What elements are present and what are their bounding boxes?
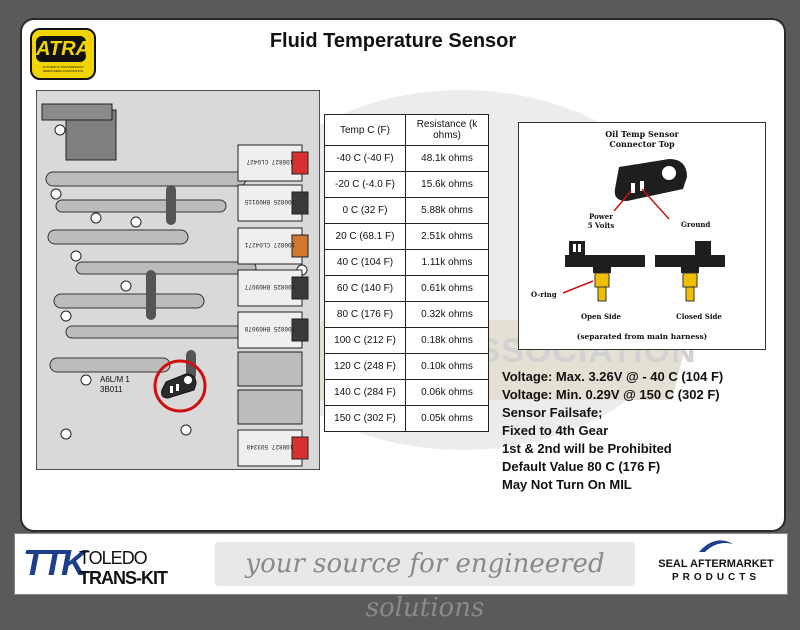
valve-body-model-label-1: A6L/M 1 <box>100 375 130 384</box>
temp-cell: 20 C (68.1 F) <box>324 223 406 250</box>
solenoid-label-1: 100827 CL0427 <box>246 158 293 165</box>
table-row: 100 C (212 F)0.18k ohms <box>324 327 489 354</box>
table-row: -40 C (-40 F)48.1k ohms <box>324 145 489 172</box>
temperature-sensor <box>161 373 197 399</box>
resistance-cell: 0.05k ohms <box>405 405 489 432</box>
note-line: Fixed to 4th Gear <box>502 423 609 438</box>
temp-cell: 140 C (284 F) <box>324 379 406 406</box>
note-line: Voltage: Max. 3.26V @ - 40 C (104 F) <box>502 369 724 384</box>
note-line: May Not Turn On MIL <box>502 477 632 492</box>
column-header-resistance: Resistance (k ohms) <box>405 114 489 146</box>
temp-cell: 40 C (104 F) <box>324 249 406 276</box>
solenoid-pack: 100827 CL0427 100825 BH09115 100827 CL04… <box>237 144 309 467</box>
column-header-temp: Temp C (F) <box>324 114 406 146</box>
atra-logo-text: ATRA <box>36 36 91 62</box>
solenoid-label-5: 100825 BH09078 <box>244 325 295 332</box>
ground-pointer <box>641 188 670 220</box>
power-label-line1: Power <box>589 212 613 221</box>
temp-cell: -40 C (-40 F) <box>324 145 406 172</box>
solenoid-label-4: 100825 BH09077 <box>244 283 295 290</box>
note-line: Voltage: Min. 0.29V @ 150 C (302 F) <box>502 387 720 402</box>
temp-cell: 100 C (212 F) <box>324 327 406 354</box>
power-pointer <box>613 190 632 212</box>
table-row: 0 C (32 F)5.88k ohms <box>324 197 489 224</box>
temp-cell: -20 C (-4.0 F) <box>324 171 406 198</box>
oring-pointer <box>562 280 594 294</box>
table-row: 150 C (302 F)0.05k ohms <box>324 405 489 432</box>
ttk-line1: TOLEDO <box>79 548 148 568</box>
sensor-highlight-circle <box>153 359 207 413</box>
solenoid-label-6: 100827 503348 <box>246 443 293 450</box>
sensor-open-side <box>565 241 645 302</box>
table-row: 60 C (140 F)0.61k ohms <box>324 275 489 302</box>
temp-cell: 80 C (176 F) <box>324 301 406 328</box>
resistance-cell: 5.88k ohms <box>405 197 489 224</box>
solenoid-label-3: 100827 CL04271 <box>244 241 295 248</box>
resistance-cell: 0.18k ohms <box>405 327 489 354</box>
solenoid-label-2: 100825 BH09115 <box>244 198 295 205</box>
resistance-cell: 2.51k ohms <box>405 223 489 250</box>
temp-cell: 0 C (32 F) <box>324 197 406 224</box>
seal-aftermarket-logo: SEAL AFTERMARKET PRODUCTS <box>651 538 781 590</box>
table-row: 80 C (176 F)0.32k ohms <box>324 301 489 328</box>
resistance-cell: 15.6k ohms <box>405 171 489 198</box>
temp-cell: 150 C (302 F) <box>324 405 406 432</box>
connector-diagram: Oil Temp Sensor Connector Top Power 5 Vo… <box>518 122 766 350</box>
table-row: 120 C (248 F)0.10k ohms <box>324 353 489 380</box>
resistance-table: Temp C (F) Resistance (k ohms) -40 C (-4… <box>324 114 489 432</box>
table-row: 40 C (104 F)1.11k ohms <box>324 249 489 276</box>
connector-note: (separated from main harness) <box>577 332 707 341</box>
connector-top-view <box>614 159 687 201</box>
slide-title: Fluid Temperature Sensor <box>269 30 517 52</box>
resistance-cell: 1.11k ohms <box>405 249 489 276</box>
footer-banner: TTK TOLEDO TRANS-KIT your source for eng… <box>14 533 788 623</box>
closed-side-label: Closed Side <box>676 312 722 321</box>
ttk-line2: TRANS-KIT <box>79 568 168 588</box>
table-header-row: Temp C (F) Resistance (k ohms) <box>324 114 489 146</box>
resistance-cell: 48.1k ohms <box>405 145 489 172</box>
temp-cell: 120 C (248 F) <box>324 353 406 380</box>
valve-body-model-label-2: 3B011 <box>100 385 123 394</box>
slide: ASSOCIATION ATRA AUTOMATIC TRANSMISSION … <box>20 18 786 532</box>
table-row: 20 C (68.1 F)2.51k ohms <box>324 223 489 250</box>
seal-line1: SEAL AFTERMARKET <box>658 558 774 570</box>
note-line: 1st & 2nd will be Prohibited <box>502 441 672 456</box>
seal-line2: PRODUCTS <box>671 572 761 583</box>
resistance-cell: 0.32k ohms <box>405 301 489 328</box>
table-row: 140 C (284 F)0.06k ohms <box>324 379 489 406</box>
resistance-cell: 0.10k ohms <box>405 353 489 380</box>
ground-label: Ground <box>681 220 711 229</box>
atra-logo: ATRA AUTOMATIC TRANSMISSION REBUILDERS A… <box>30 28 96 80</box>
atra-logo-subtext: AUTOMATIC TRANSMISSION REBUILDERS ASSOCI… <box>42 65 84 73</box>
connector-title-line2: Connector Top <box>609 139 675 149</box>
temp-cell: 60 C (140 F) <box>324 275 406 302</box>
open-side-label: Open Side <box>581 312 622 321</box>
sensor-closed-side <box>655 241 725 302</box>
footer-slogan: your source for engineered solutions <box>215 542 635 623</box>
connector-title-line1: Oil Temp Sensor <box>605 129 679 139</box>
resistance-cell: 0.61k ohms <box>405 275 489 302</box>
note-line: Sensor Failsafe; <box>502 405 603 420</box>
ttk-mark: TTK <box>23 542 87 583</box>
oring-label: O-ring <box>531 290 557 299</box>
note-line: Default Value 80 C (176 F) <box>502 459 661 474</box>
toledo-trans-kit-logo: TTK TOLEDO TRANS-KIT <box>21 540 171 588</box>
resistance-cell: 0.06k ohms <box>405 379 489 406</box>
sensor-notes: Voltage: Max. 3.26V @ - 40 C (104 F) Vol… <box>502 368 723 494</box>
seal-swoosh-icon <box>699 540 733 552</box>
valve-body-diagram: 100827 CL0427 100825 BH09115 100827 CL04… <box>36 90 320 470</box>
power-label-line2: 5 Volts <box>588 221 615 230</box>
table-row: -20 C (-4.0 F)15.6k ohms <box>324 171 489 198</box>
